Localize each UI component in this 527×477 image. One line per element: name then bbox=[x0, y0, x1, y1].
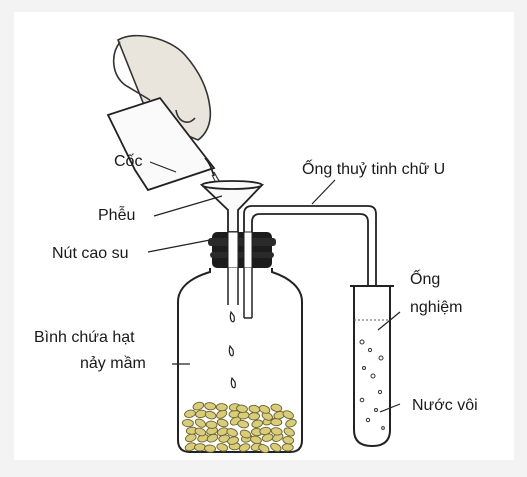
label-ong-nghiem-line1: Ống bbox=[410, 270, 440, 289]
label-nut-cao-su: Nút cao su bbox=[52, 244, 128, 263]
label-nuoc-voi: Nước vôi bbox=[412, 396, 478, 415]
label-ong-nghiem-line2: nghiệm bbox=[410, 298, 462, 317]
label-ong-thuy-tinh: Ống thuỷ tinh chữ U bbox=[302, 160, 445, 179]
rubber-stopper bbox=[208, 232, 276, 268]
label-binh-line2: nảy mầm bbox=[80, 354, 146, 373]
seed bbox=[248, 412, 259, 420]
seed bbox=[271, 418, 282, 426]
seed bbox=[216, 403, 227, 411]
seed bbox=[195, 444, 206, 451]
label-pheu: Phễu bbox=[98, 206, 135, 225]
label-coc: Cốc bbox=[114, 152, 142, 171]
test-tube bbox=[350, 286, 394, 446]
seed bbox=[282, 443, 293, 451]
label-binh-line1: Bình chứa hạt bbox=[34, 328, 135, 347]
